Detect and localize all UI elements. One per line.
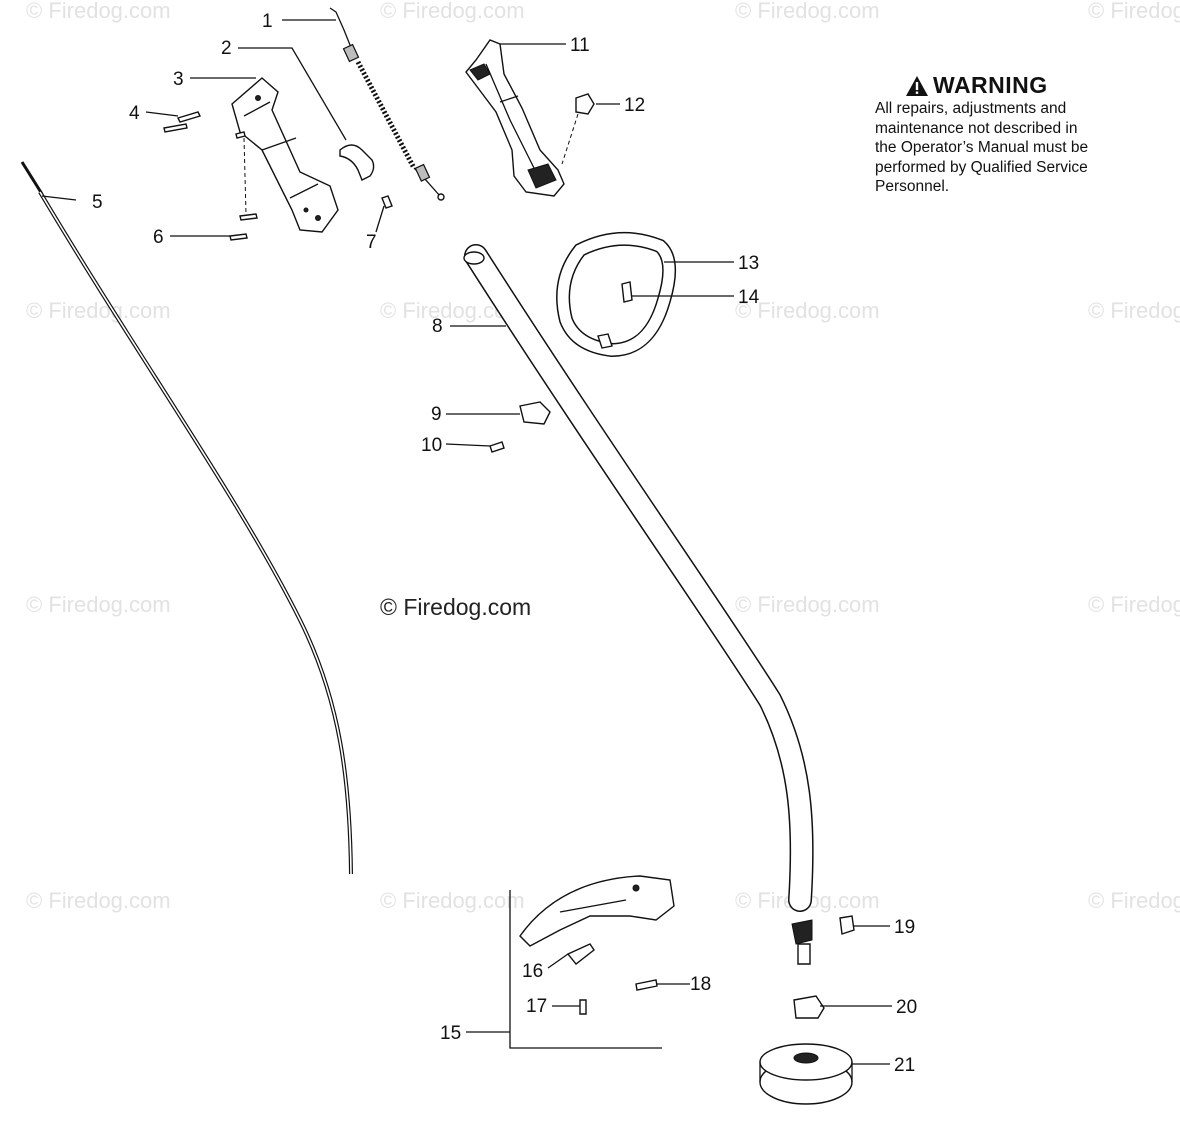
- part-head: [759, 915, 855, 1105]
- callout-4: 4: [129, 103, 140, 124]
- callout-3: 3: [173, 69, 184, 90]
- callout-17: 17: [526, 996, 547, 1017]
- watermark: © Firedog.com: [1088, 0, 1180, 23]
- callout-14: 14: [738, 287, 760, 308]
- watermark: © Firedog.com: [380, 0, 525, 23]
- callout-8: 8: [432, 316, 443, 337]
- callout-6: 6: [153, 227, 164, 248]
- part-handle-loop: [556, 231, 677, 358]
- callout-21: 21: [894, 1055, 915, 1076]
- watermark: © Firedog.com: [1088, 592, 1180, 617]
- callout-9: 9: [431, 404, 442, 425]
- callout-2: 2: [221, 38, 232, 59]
- watermark: © Firedog.com: [26, 298, 171, 323]
- callout-20: 20: [896, 997, 917, 1018]
- part-clip: [489, 401, 551, 453]
- warning-body: All repairs, adjustments and maintenance…: [875, 100, 1089, 195]
- callout-11: 11: [570, 35, 590, 56]
- watermark: © Firedog.com: [735, 0, 880, 23]
- watermark: © Firedog.com: [1088, 888, 1180, 913]
- callout-19: 19: [894, 917, 915, 938]
- part-throttle-cable: [329, 7, 445, 201]
- watermark: © Firedog.com: [26, 592, 171, 617]
- part-guard-assembly: [509, 875, 675, 1049]
- watermark: © Firedog.com: [26, 888, 171, 913]
- warning-title-text: WARNING: [933, 72, 1048, 98]
- part-nut: [561, 93, 595, 165]
- callout-7: 7: [366, 232, 377, 253]
- part-handle-housing: [465, 39, 565, 197]
- watermark: © Firedog.com: [735, 298, 880, 323]
- callout-18: 18: [690, 974, 711, 995]
- center-copyright: © Firedog.com: [380, 594, 531, 620]
- part-rear-handle: [231, 77, 339, 233]
- watermarks: © Firedog.com © Firedog.com © Firedog.co…: [26, 0, 1180, 913]
- watermark: © Firedog.com: [26, 0, 171, 23]
- warning-triangle-icon: [906, 75, 928, 96]
- warning-title: WARNING: [905, 72, 1145, 99]
- callout-15: 15: [440, 1023, 461, 1044]
- callout-10: 10: [421, 435, 442, 456]
- callout-16: 16: [522, 961, 543, 982]
- callout-leaders: [41, 19, 892, 1065]
- callout-13: 13: [738, 253, 759, 274]
- callout-numbers: 1 2 3 4 5 6 7 8 9 10 11 12 13 14 15 16 1…: [92, 11, 917, 1076]
- callout-1: 1: [262, 11, 273, 32]
- watermark: © Firedog.com: [380, 888, 525, 913]
- watermark: © Firedog.com: [1088, 298, 1180, 323]
- watermark: © Firedog.com: [735, 592, 880, 617]
- part-throttle-trigger: [339, 144, 375, 181]
- part-drive-shaft: [20, 161, 353, 875]
- warning-notice: WARNING All repairs, adjustments and mai…: [875, 72, 1145, 197]
- callout-5: 5: [92, 192, 103, 213]
- part-shaft-tube: [463, 244, 814, 912]
- callout-12: 12: [624, 95, 645, 116]
- part-screws: [163, 111, 393, 241]
